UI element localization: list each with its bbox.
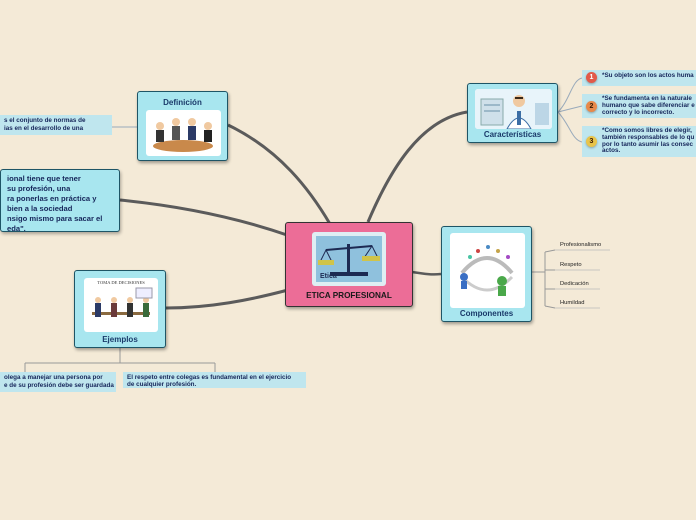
caracteristicas-node[interactable]: Características xyxy=(467,83,558,143)
meeting-image xyxy=(146,110,221,156)
ejemplo-note-2: El respeto entre colegas es fundamental … xyxy=(123,372,306,388)
componente-item-1: Profesionalismo xyxy=(560,242,602,248)
caracteristica-item-1: *Su objeto son los actos huma xyxy=(582,70,696,86)
componentes-node[interactable]: Componentes xyxy=(441,226,532,322)
left-statement: ional tiene que tener su profesión, una … xyxy=(0,169,120,233)
decisions-caption: TOMA DE DECISIONES xyxy=(97,280,145,285)
componente-item-2: Respeto xyxy=(560,262,582,268)
decisions-image: TOMA DE DECISIONES xyxy=(84,278,158,332)
central-node[interactable]: Etica ETICA PROFESIONAL xyxy=(285,222,413,307)
scales-image: Etica xyxy=(312,232,386,286)
definicion-label: Definición xyxy=(163,98,202,107)
badge-2: 2 xyxy=(586,101,597,112)
ejemplo-note-1: olega a manejar una persona por e de su … xyxy=(0,372,116,392)
caracteristicas-label: Características xyxy=(483,130,542,139)
network-image xyxy=(450,233,525,308)
componentes-label: Componentes xyxy=(459,309,514,318)
caracteristica-item-3: *Como somos libres de elegir, también re… xyxy=(582,126,696,157)
ejemplos-label: Ejemplos xyxy=(102,335,138,344)
badge-1: 1 xyxy=(586,72,597,83)
central-label: ETICA PROFESIONAL xyxy=(306,291,392,300)
badge-3: 3 xyxy=(586,136,597,147)
ejemplos-node[interactable]: TOMA DE DECISIONES Ejemplos xyxy=(74,270,166,348)
caracteristica-item-2: *Se fundamenta en la naturale humano que… xyxy=(582,94,696,118)
svg-text:Etica: Etica xyxy=(320,273,337,280)
componente-item-3: Dedicación xyxy=(560,281,589,287)
definicion-node[interactable]: Definición xyxy=(137,91,228,161)
componente-item-4: Humildad xyxy=(560,300,585,306)
definicion-note: s el conjunto de normas de ias en el des… xyxy=(0,115,112,135)
professional-image xyxy=(475,89,552,129)
